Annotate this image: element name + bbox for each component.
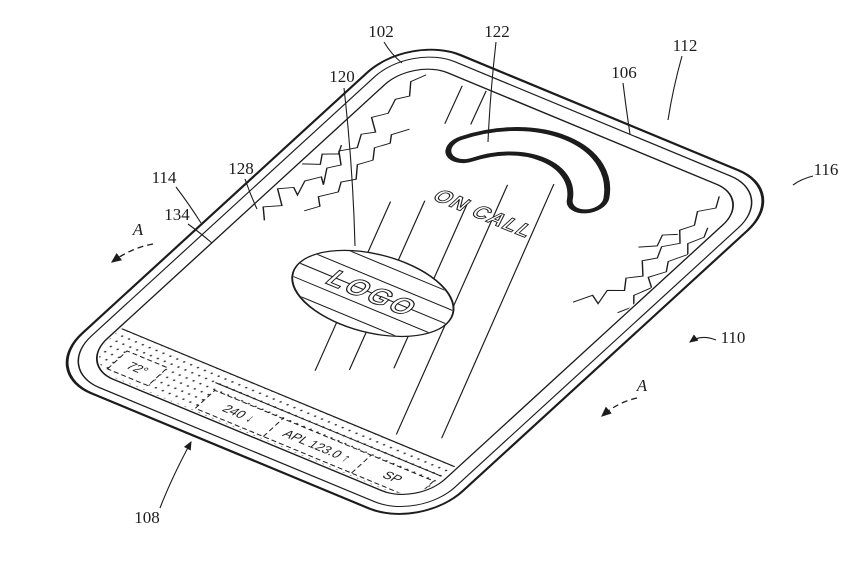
display-outline bbox=[95, 68, 734, 495]
device-body: 72° 240 ↓ APL 123.0 ↑ SP LOGO bbox=[65, 48, 765, 515]
reference-annotations: 102 122 112 106 116 120 128 114 134 110 … bbox=[110, 22, 839, 527]
ref-128: 128 bbox=[228, 159, 254, 178]
leader-120 bbox=[343, 87, 356, 247]
ref-134: 134 bbox=[164, 205, 190, 224]
leader-128 bbox=[244, 178, 258, 210]
phone-handset-icon-inner bbox=[451, 131, 605, 210]
leader-122 bbox=[487, 41, 497, 143]
leader-116 bbox=[792, 175, 814, 186]
leader-108-arrow bbox=[159, 441, 192, 509]
logo-stripes bbox=[270, 238, 476, 349]
ref-120: 120 bbox=[329, 67, 355, 86]
device-inner-outline bbox=[77, 56, 753, 508]
leader-114 bbox=[175, 186, 202, 224]
logo-oval: LOGO bbox=[270, 238, 476, 349]
ref-102: 102 bbox=[368, 22, 394, 41]
ref-116: 116 bbox=[814, 160, 839, 179]
leader-102 bbox=[383, 41, 403, 64]
leader-106 bbox=[622, 82, 631, 135]
ref-122: 122 bbox=[484, 22, 510, 41]
crack-pattern-right bbox=[572, 196, 720, 314]
section-label-a-right: A bbox=[636, 376, 648, 395]
section-label-a-left: A bbox=[132, 220, 144, 239]
section-arrow-a-right bbox=[601, 397, 638, 417]
ref-110: 110 bbox=[721, 328, 746, 347]
temperature-box bbox=[106, 350, 169, 387]
leader-110-arrow bbox=[689, 334, 717, 343]
ref-114: 114 bbox=[152, 168, 177, 187]
status-band-rule-line bbox=[214, 382, 442, 477]
leader-112 bbox=[667, 55, 683, 121]
ref-108: 108 bbox=[134, 508, 160, 527]
ref-112: 112 bbox=[673, 36, 698, 55]
leader-134 bbox=[187, 223, 213, 244]
ref-106: 106 bbox=[611, 63, 637, 82]
crack-pattern-left bbox=[262, 74, 427, 221]
status-band-boundary-line bbox=[121, 328, 456, 468]
section-arrow-a-left bbox=[110, 243, 154, 263]
